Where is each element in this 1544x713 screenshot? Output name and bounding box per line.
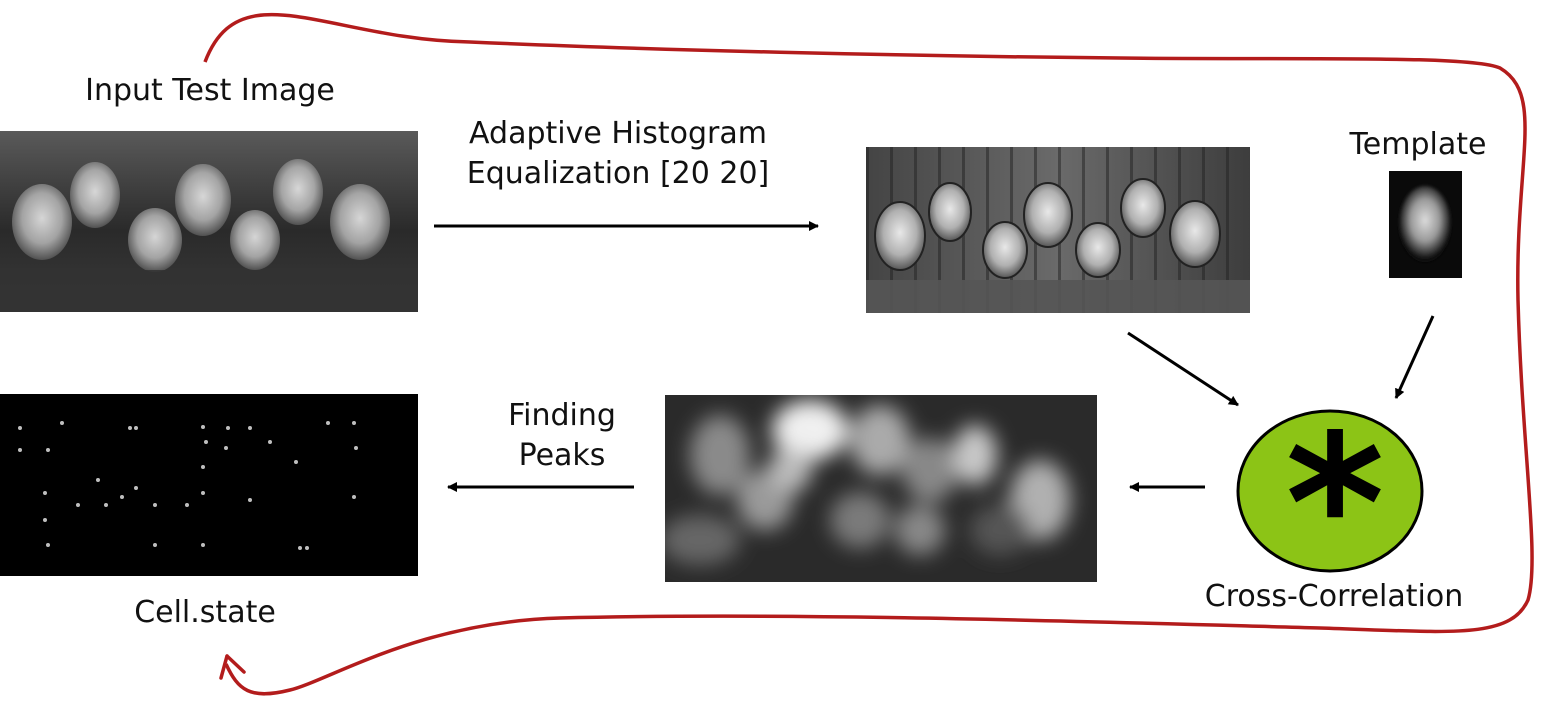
cross-correlation-node: * — [1236, 394, 1424, 615]
eq-face-shape — [1169, 200, 1221, 268]
peak-dot — [268, 440, 272, 444]
peak-dot — [326, 421, 330, 425]
correlation-blob — [830, 492, 890, 548]
correlation-blob — [690, 415, 750, 495]
feedback-loop-arrow — [203, 13, 1534, 696]
eq-face-shape — [928, 182, 972, 242]
peak-dot — [248, 498, 252, 502]
peak-dot — [46, 543, 50, 547]
peak-dot — [204, 440, 208, 444]
peak-dot — [60, 421, 64, 425]
peak-dot — [352, 495, 356, 499]
eq-texture-stripe — [986, 147, 989, 313]
eq-texture-stripe — [866, 147, 869, 313]
correlation-map — [665, 395, 1097, 582]
input-face-shape — [128, 208, 182, 272]
arrow-eq-to-correlation — [1127, 331, 1239, 407]
peak-dot — [104, 503, 108, 507]
peak-dot — [226, 426, 230, 430]
label-input-test-image: Input Test Image — [85, 73, 335, 108]
correlation-blob — [772, 400, 848, 460]
correlation-blob — [850, 405, 910, 475]
label-adaptive-histogram: Adaptive Histogram Equalization [20 20] — [440, 114, 796, 194]
eq-face-shape — [874, 201, 926, 271]
peak-dot — [46, 448, 50, 452]
eq-face-shape — [1120, 178, 1166, 238]
peak-dot — [153, 503, 157, 507]
label-finding-line2: Peaks — [518, 438, 606, 473]
peak-dot — [298, 546, 302, 550]
eq-face-shape — [1023, 182, 1073, 248]
input-face-shape — [273, 159, 323, 225]
input-face-shape — [12, 184, 72, 260]
convolution-symbol: * — [1285, 394, 1384, 615]
peak-dot — [294, 460, 298, 464]
peak-dot — [18, 448, 22, 452]
peak-dot — [224, 446, 228, 450]
peak-dot — [248, 426, 252, 430]
feedback-arrowhead — [219, 654, 246, 680]
correlation-blob — [953, 425, 997, 485]
peaks-image — [0, 394, 418, 576]
label-adaptive-line2: Equalization [20 20] — [466, 156, 770, 191]
peak-dot — [96, 478, 100, 482]
correlation-blob — [970, 505, 1030, 555]
correlation-blob — [895, 505, 945, 555]
label-finding-line1: Finding — [508, 398, 616, 433]
peak-dot — [201, 425, 205, 429]
peak-dot — [134, 426, 138, 430]
input-face-shape — [175, 164, 231, 236]
label-finding-peaks: Finding Peaks — [474, 396, 650, 476]
correlation-blob — [902, 438, 958, 502]
input-test-image — [0, 131, 418, 312]
correlation-blob — [768, 448, 812, 492]
peak-dot — [120, 495, 124, 499]
template-image — [1389, 171, 1462, 278]
correlation-blob — [665, 515, 740, 565]
input-face-shape — [70, 162, 120, 228]
input-face-shape — [330, 184, 390, 260]
peak-dot — [305, 546, 309, 550]
peak-dot — [43, 518, 47, 522]
equalized-image — [866, 147, 1250, 313]
peak-dot — [18, 426, 22, 430]
peak-dot — [128, 426, 132, 430]
peak-dot — [153, 543, 157, 547]
peak-dot — [201, 543, 205, 547]
peak-dot — [134, 486, 138, 490]
eq-face-shape — [1075, 222, 1121, 278]
peak-dot — [43, 491, 47, 495]
peak-dot — [201, 465, 205, 469]
peak-dot — [354, 446, 358, 450]
peak-dot — [185, 503, 189, 507]
peak-dot — [76, 503, 80, 507]
peak-dot — [352, 421, 356, 425]
label-cell-state: Cell.state — [134, 595, 276, 630]
label-template: Template — [1349, 127, 1487, 162]
eq-face-shape — [982, 221, 1028, 279]
label-cross-correlation: Cross-Correlation — [1204, 579, 1464, 614]
label-adaptive-line1: Adaptive Histogram — [469, 116, 767, 151]
peak-dot — [201, 491, 205, 495]
input-face-shape — [230, 210, 280, 270]
eq-texture-stripe — [1226, 147, 1229, 313]
arrow-template-to-correlation — [1394, 315, 1435, 399]
